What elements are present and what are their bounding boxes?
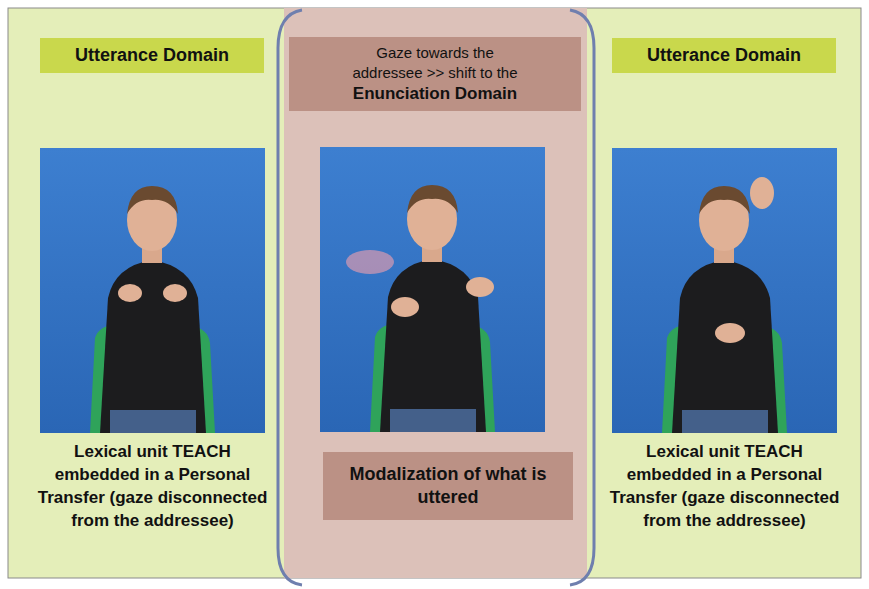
domain-label: Utterance Domain (612, 38, 836, 73)
node-text: Gaze towards the addressee >> shift to t… (340, 43, 530, 83)
node-text: Utterance Domain (75, 44, 229, 67)
modalization-box: Modalization of what is uttered (323, 452, 573, 520)
node-text: Enunciation Domain (353, 83, 517, 105)
node-text: Modalization of what is uttered (333, 463, 563, 509)
domain-label: Utterance Domain (40, 38, 264, 73)
caption-text: Lexical unit TEACH embedded in a Persona… (602, 440, 847, 532)
node-text: Utterance Domain (647, 44, 801, 67)
enunciation-box: Gaze towards the addressee >> shift to t… (289, 37, 581, 111)
caption-text: Lexical unit TEACH embedded in a Persona… (30, 440, 275, 532)
